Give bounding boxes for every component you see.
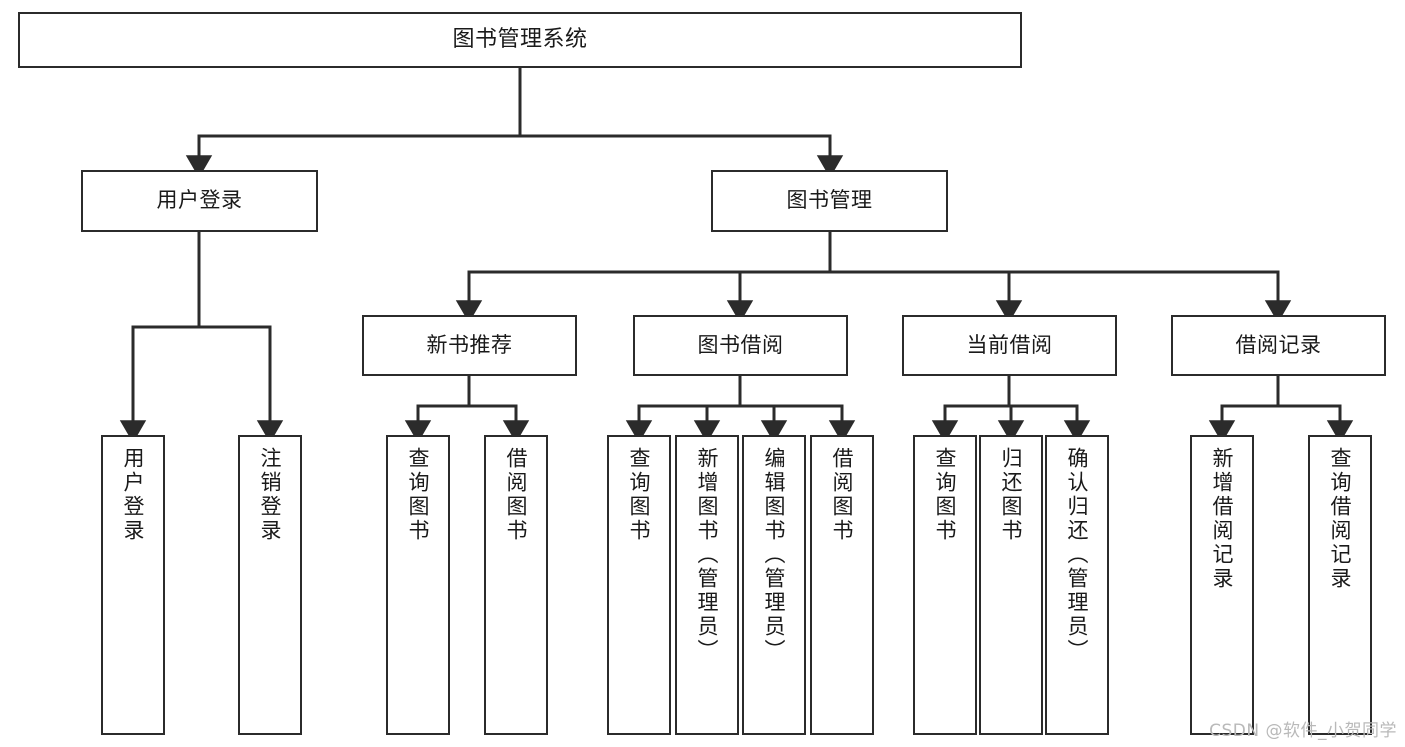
node-leaf-add-borrow-record[interactable]: 新增借阅记录: [1190, 435, 1254, 735]
node-new-book-recommendation[interactable]: 新书推荐: [362, 315, 577, 376]
node-label-borrow-record: 借阅记录: [1235, 332, 1322, 357]
node-label-current-borrow: 当前借阅: [966, 332, 1053, 357]
node-book-manage[interactable]: 图书管理: [711, 170, 948, 232]
node-label-leaf-add-borrow-record: 新增借阅记录: [1210, 447, 1235, 591]
node-label-leaf-query-book-2: 查询图书: [627, 447, 652, 543]
node-leaf-add-book-admin[interactable]: 新增图书（管理员）: [675, 435, 739, 735]
node-root-book-management-system[interactable]: 图书管理系统: [18, 12, 1022, 68]
node-label-user-login: 用户登录: [156, 188, 243, 213]
node-label-leaf-borrow-book-1: 借阅图书: [504, 447, 529, 543]
node-user-login[interactable]: 用户登录: [81, 170, 318, 232]
node-label-book-manage: 图书管理: [786, 188, 873, 213]
node-current-borrow[interactable]: 当前借阅: [902, 315, 1117, 376]
csdn-watermark: CSDN @软件_小贺同学: [1209, 721, 1397, 741]
node-leaf-edit-book-admin[interactable]: 编辑图书（管理员）: [742, 435, 806, 735]
node-label-book-borrow: 图书借阅: [697, 332, 784, 357]
node-leaf-user-login[interactable]: 用户登录: [101, 435, 165, 735]
node-label-leaf-borrow-book-2: 借阅图书: [830, 447, 855, 543]
node-leaf-query-borrow-record[interactable]: 查询借阅记录: [1308, 435, 1372, 735]
node-label-leaf-confirm-return-admin: 确认归还（管理员）: [1065, 447, 1090, 663]
node-label-leaf-query-book-1: 查询图书: [406, 447, 431, 543]
node-leaf-query-book-current[interactable]: 查询图书: [913, 435, 977, 735]
node-leaf-borrow-book-recommendation[interactable]: 借阅图书: [484, 435, 548, 735]
node-label-leaf-user-login: 用户登录: [121, 447, 146, 543]
node-label-leaf-return-book: 归还图书: [999, 447, 1024, 543]
node-borrow-record[interactable]: 借阅记录: [1171, 315, 1386, 376]
node-leaf-query-book-recommendation[interactable]: 查询图书: [386, 435, 450, 735]
node-leaf-logout-login[interactable]: 注销登录: [238, 435, 302, 735]
node-leaf-return-book[interactable]: 归还图书: [979, 435, 1043, 735]
node-label-leaf-edit-book-admin: 编辑图书（管理员）: [762, 447, 787, 663]
node-book-borrow[interactable]: 图书借阅: [633, 315, 848, 376]
node-label-leaf-query-book-3: 查询图书: [933, 447, 958, 543]
node-label-leaf-logout-login: 注销登录: [258, 447, 283, 543]
node-leaf-borrow-book[interactable]: 借阅图书: [810, 435, 874, 735]
node-label-leaf-query-borrow-record: 查询借阅记录: [1328, 447, 1353, 591]
node-label-new-book-recommendation: 新书推荐: [426, 332, 513, 357]
node-leaf-confirm-return-admin[interactable]: 确认归还（管理员）: [1045, 435, 1109, 735]
node-leaf-query-book-borrow[interactable]: 查询图书: [607, 435, 671, 735]
node-label-leaf-add-book-admin: 新增图书（管理员）: [695, 447, 720, 663]
node-label-root: 图书管理系统: [452, 26, 588, 52]
